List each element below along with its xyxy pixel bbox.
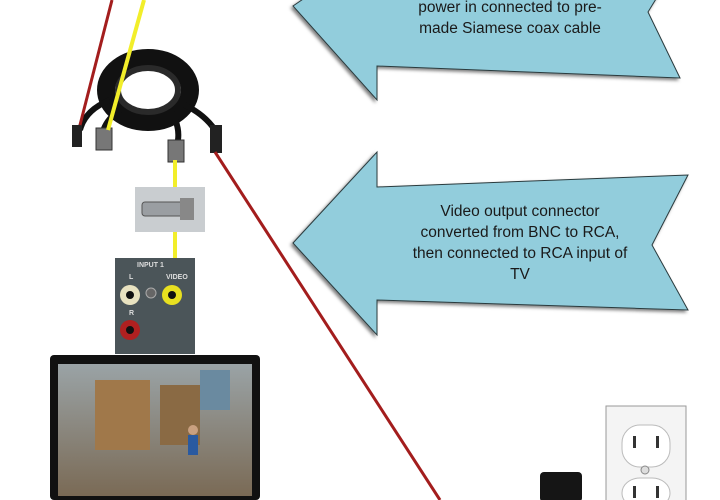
callout-line: Video output connector xyxy=(440,203,600,220)
wall-outlet xyxy=(605,405,687,500)
callout-line: converted from BNC to RCA, xyxy=(420,224,620,241)
video-label: VIDEO xyxy=(166,274,188,281)
power-wire xyxy=(213,151,442,500)
callout-video-text: Video output connector converted from BN… xyxy=(360,201,680,285)
callout-arrow-1 xyxy=(292,0,681,102)
callout-arrow-2 xyxy=(292,150,689,337)
tv-monitor xyxy=(50,355,260,500)
callout-line: TV xyxy=(510,266,530,283)
tv-input-panel: INPUT 1 L VIDEO R xyxy=(115,258,195,354)
callout-line: power in connected to pre- xyxy=(418,0,602,16)
callout-line: made Siamese coax cable xyxy=(419,20,601,37)
siamese-coax-cable xyxy=(72,49,222,163)
power-adapter xyxy=(540,472,582,500)
callout-line: then connected to RCA input of xyxy=(412,245,628,262)
callout-power-text: power in connected to pre- made Siamese … xyxy=(360,0,660,39)
right-label: R xyxy=(129,310,134,317)
bnc-rca-adapter xyxy=(135,187,205,232)
input-label: INPUT 1 xyxy=(137,262,164,269)
left-label: L xyxy=(129,274,134,281)
video-wire-top xyxy=(106,0,146,131)
power-wire-top xyxy=(78,0,114,126)
